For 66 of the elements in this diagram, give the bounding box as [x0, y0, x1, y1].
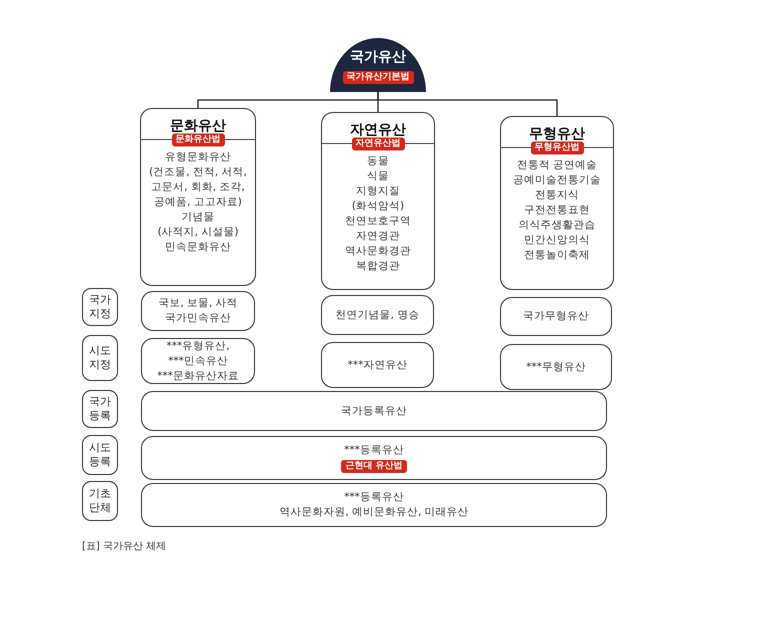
item-text: 전통지식 [534, 188, 580, 203]
heritage-box [141, 436, 607, 480]
item-text: 전통적 공연예술 [516, 158, 598, 173]
item-text: 민간신앙의식 [523, 233, 591, 248]
item-text: 자연경관 [355, 229, 401, 244]
law-badge: 문화유산법 [172, 134, 224, 146]
item-text: 지형지질 [355, 184, 401, 199]
item-text: 구전전통표현 [523, 203, 591, 218]
heading: 무형유산 [529, 125, 585, 142]
row-label-box [82, 335, 118, 381]
item-text: 식물 [366, 169, 390, 184]
heritage-box [141, 291, 255, 331]
item-text: 동물 [366, 154, 390, 169]
item-text: (화석암석) [350, 199, 406, 214]
item-text: ***민속유산 [167, 354, 229, 368]
category-box [321, 112, 435, 290]
item-text: ***등록유산 [343, 443, 405, 458]
caption: [표] 국가유산 체제 [82, 540, 166, 553]
row-label: 시도 등록 [88, 441, 112, 469]
item-text: 국가민속유산 [164, 311, 232, 326]
item-text: 민속문화유산 [164, 240, 232, 255]
law-badge: 무형유산법 [530, 142, 584, 154]
row-label-box [82, 390, 118, 428]
row-label: 국가 등록 [88, 395, 112, 423]
item-text: 유형문화유산 [164, 150, 232, 165]
item-text: 의식주생활관습 [518, 218, 596, 233]
heading: 국가유산 [350, 48, 406, 66]
row-label-box [82, 288, 118, 326]
heritage-box [500, 344, 612, 390]
law-badge: 근현대 유산법 [341, 460, 407, 473]
row-label: 시도 지정 [88, 344, 112, 372]
heritage-box [141, 483, 607, 527]
item-text: 천연보호구역 [344, 214, 412, 229]
category-box [500, 116, 614, 290]
item-text: 국가등록유산 [340, 404, 408, 418]
category-box [140, 108, 256, 286]
law-badge: 국가유산기본법 [342, 71, 414, 84]
item-text: ***자연유산 [346, 358, 408, 372]
item-text: ***무형유산 [525, 360, 587, 374]
item-text: 기념물 [180, 210, 216, 225]
row-label: 국가 지정 [88, 293, 112, 321]
row-label: 기초 단체 [88, 487, 112, 515]
item-text: 복합경관 [355, 259, 401, 274]
heading: 문화유산 [170, 117, 226, 134]
item-text: ***유형유산, [165, 338, 231, 354]
item-text: ***등록유산 [343, 490, 405, 505]
heritage-box [321, 295, 434, 335]
heritage-box [141, 391, 607, 431]
item-text: 공예미술전통기술 [512, 173, 602, 188]
item-text: ***문화유산자료 [156, 368, 240, 384]
item-text: 역사문화경관 [344, 244, 412, 259]
connector-line [377, 92, 558, 116]
heritage-box [141, 338, 255, 384]
item-text: 국보, 보물, 사적 [157, 296, 239, 311]
law-badge: 자연유산법 [352, 138, 404, 150]
heading: 자연유산 [350, 121, 406, 138]
item-text: 역사문화자원, 예비문화유산, 미래유산 [278, 505, 470, 520]
row-label-box [82, 435, 118, 475]
item-text: (건조물, 전적, 서적, 고문서, 회화, 조각, 공예품, 고고자료) [148, 165, 248, 210]
item-text: 전통놀이축제 [523, 248, 591, 263]
item-text: 천연기념물, 명승 [334, 308, 420, 322]
heritage-box [321, 342, 434, 388]
row-label-box [82, 481, 118, 521]
item-text: 국가무형유산 [522, 309, 590, 324]
heritage-box [500, 297, 612, 336]
item-text: (사적지, 시설물) [156, 225, 240, 240]
